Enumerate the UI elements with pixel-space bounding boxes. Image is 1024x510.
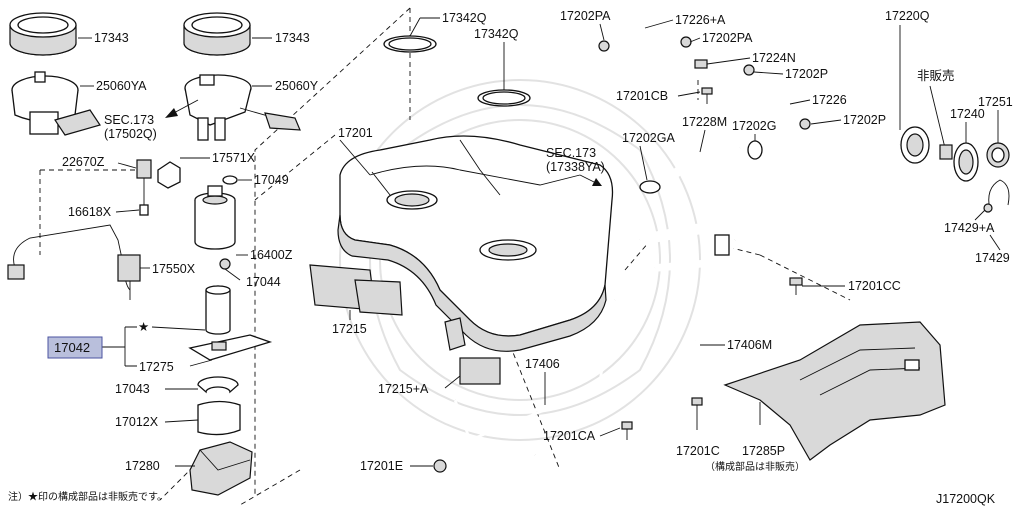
callout-17215[interactable]: 17215: [332, 322, 367, 336]
callout-17042[interactable]: 17042: [54, 340, 90, 355]
fuel-filter[interactable]: [194, 185, 236, 250]
callout-17202p-a[interactable]: 17202P: [785, 67, 828, 81]
sec-reference-arrow-right: [579, 174, 602, 186]
callout-17342q-b[interactable]: 17342Q: [474, 27, 519, 41]
callout-17429a[interactable]: 17429+A: [944, 221, 995, 235]
filler-ring[interactable]: [953, 142, 979, 182]
bolt-17201c[interactable]: [691, 397, 703, 430]
callout-17550x[interactable]: 17550X: [152, 262, 196, 276]
grommet[interactable]: [139, 204, 149, 216]
pump-cover[interactable]: [189, 441, 253, 496]
fuel-cap[interactable]: [986, 142, 1010, 168]
cap-tether[interactable]: [983, 179, 1010, 213]
fuel-hose-assembly[interactable]: [7, 224, 141, 300]
filler-hose[interactable]: [657, 143, 741, 189]
clamp-17202g[interactable]: [747, 140, 763, 160]
star-marker: ★: [138, 320, 149, 334]
callout-17201e[interactable]: 17201E: [360, 459, 403, 473]
callout-17224n[interactable]: 17224N: [752, 51, 796, 65]
callout-17044[interactable]: 17044: [246, 275, 281, 289]
callout-17228m[interactable]: 17228M: [682, 115, 727, 129]
tank-protector-17215[interactable]: [309, 264, 403, 316]
callout-17226a[interactable]: 17226+A: [675, 13, 726, 27]
tank-strap-17406[interactable]: [453, 299, 617, 442]
callout-17202p-b[interactable]: 17202P: [843, 113, 886, 127]
callout-17042-highlight[interactable]: [47, 336, 103, 359]
callout-16618x[interactable]: 16618X: [68, 205, 112, 219]
callout-25060y[interactable]: 25060Y: [275, 79, 319, 93]
filter-seal[interactable]: [219, 258, 231, 270]
callout-17220q[interactable]: 17220Q: [885, 9, 930, 23]
callout-17251[interactable]: 17251: [978, 95, 1013, 109]
heat-shield[interactable]: [723, 321, 946, 461]
fuel-pump[interactable]: [205, 285, 231, 335]
callout-17012x[interactable]: 17012X: [115, 415, 159, 429]
fuel-gauge-unit-left[interactable]: [11, 71, 101, 136]
filler-bracket[interactable]: [939, 144, 953, 160]
lock-ring-right[interactable]: [183, 12, 251, 56]
sec-reference-arrow-left: [165, 99, 199, 118]
fuel-gauge-unit-right[interactable]: [184, 74, 301, 141]
pump-holder[interactable]: [197, 400, 241, 436]
bolt-17201cc[interactable]: [789, 277, 803, 295]
callout-17201[interactable]: 17201: [338, 126, 373, 140]
diagram-id: J17200QK: [936, 492, 996, 506]
callout-17571x[interactable]: 17571X: [212, 151, 256, 165]
callout-17343-left[interactable]: 17343: [94, 31, 129, 45]
callout-17202g[interactable]: 17202G: [732, 119, 776, 133]
sender-connector[interactable]: [136, 159, 152, 205]
callout-17343-right[interactable]: 17343: [275, 31, 310, 45]
callout-17406[interactable]: 17406: [525, 357, 560, 371]
gasket-lower[interactable]: [477, 89, 531, 107]
callout-17201cc[interactable]: 17201CC: [848, 279, 901, 293]
sec-reference-left-line2[interactable]: (17502Q): [104, 127, 157, 141]
vent-tube[interactable]: [598, 20, 802, 127]
callout-25060ya[interactable]: 25060YA: [96, 79, 147, 93]
callout-17280[interactable]: 17280: [125, 459, 160, 473]
callout-17285p-note: （構成部品は非販売）: [705, 460, 805, 473]
hose-clamps[interactable]: [598, 36, 811, 130]
callout-16400z[interactable]: 16400Z: [250, 248, 293, 262]
bracket-clip[interactable]: [157, 161, 181, 189]
pump-retainer[interactable]: [197, 376, 239, 394]
callout-17275[interactable]: 17275: [139, 360, 174, 374]
callout-17201c[interactable]: 17201C: [676, 444, 720, 458]
pump-strainer[interactable]: [188, 334, 273, 361]
o-ring-small[interactable]: [222, 175, 238, 185]
callout-17406m[interactable]: 17406M: [727, 338, 772, 352]
sec-reference-right-line1[interactable]: SEC.173: [546, 146, 596, 160]
filler-tube[interactable]: [638, 126, 930, 272]
callout-17342q-a[interactable]: 17342Q: [442, 11, 487, 25]
fuel-tank[interactable]: [337, 135, 614, 352]
gasket-top[interactable]: [383, 35, 437, 53]
lock-ring-left[interactable]: [9, 12, 77, 56]
callout-17201cb[interactable]: 17201CB: [616, 89, 668, 103]
bolt-17201cb[interactable]: [701, 87, 713, 104]
footnote: 注）★印の構成部品は非販売です。: [8, 490, 167, 503]
callout-17226[interactable]: 17226: [812, 93, 847, 107]
callout-17202pa-b[interactable]: 17202PA: [702, 31, 753, 45]
bolt-17201ca[interactable]: [621, 421, 633, 440]
callout-17240[interactable]: 17240: [950, 107, 985, 121]
sec-reference-right-line2[interactable]: (17338YA): [546, 160, 605, 174]
clamp-17202ga[interactable]: [639, 180, 661, 194]
callout-17202pa-a[interactable]: 17202PA: [560, 9, 611, 23]
not-for-sale-label: 非販売: [917, 68, 955, 83]
sec-reference-left-line1[interactable]: SEC.173: [104, 113, 154, 127]
callout-17201ca[interactable]: 17201CA: [543, 429, 596, 443]
callout-17429[interactable]: 17429: [975, 251, 1010, 265]
callout-22670z[interactable]: 22670Z: [62, 155, 105, 169]
nut-17201e[interactable]: [433, 459, 447, 473]
callout-17202ga[interactable]: 17202GA: [622, 131, 675, 145]
callout-17043[interactable]: 17043: [115, 382, 150, 396]
tank-protector-17215a[interactable]: [444, 317, 501, 385]
tank-strap-17406m[interactable]: [533, 339, 697, 492]
callout-17285p[interactable]: 17285P: [742, 444, 785, 458]
callout-17215a[interactable]: 17215+A: [378, 382, 429, 396]
callout-17049[interactable]: 17049: [254, 173, 289, 187]
